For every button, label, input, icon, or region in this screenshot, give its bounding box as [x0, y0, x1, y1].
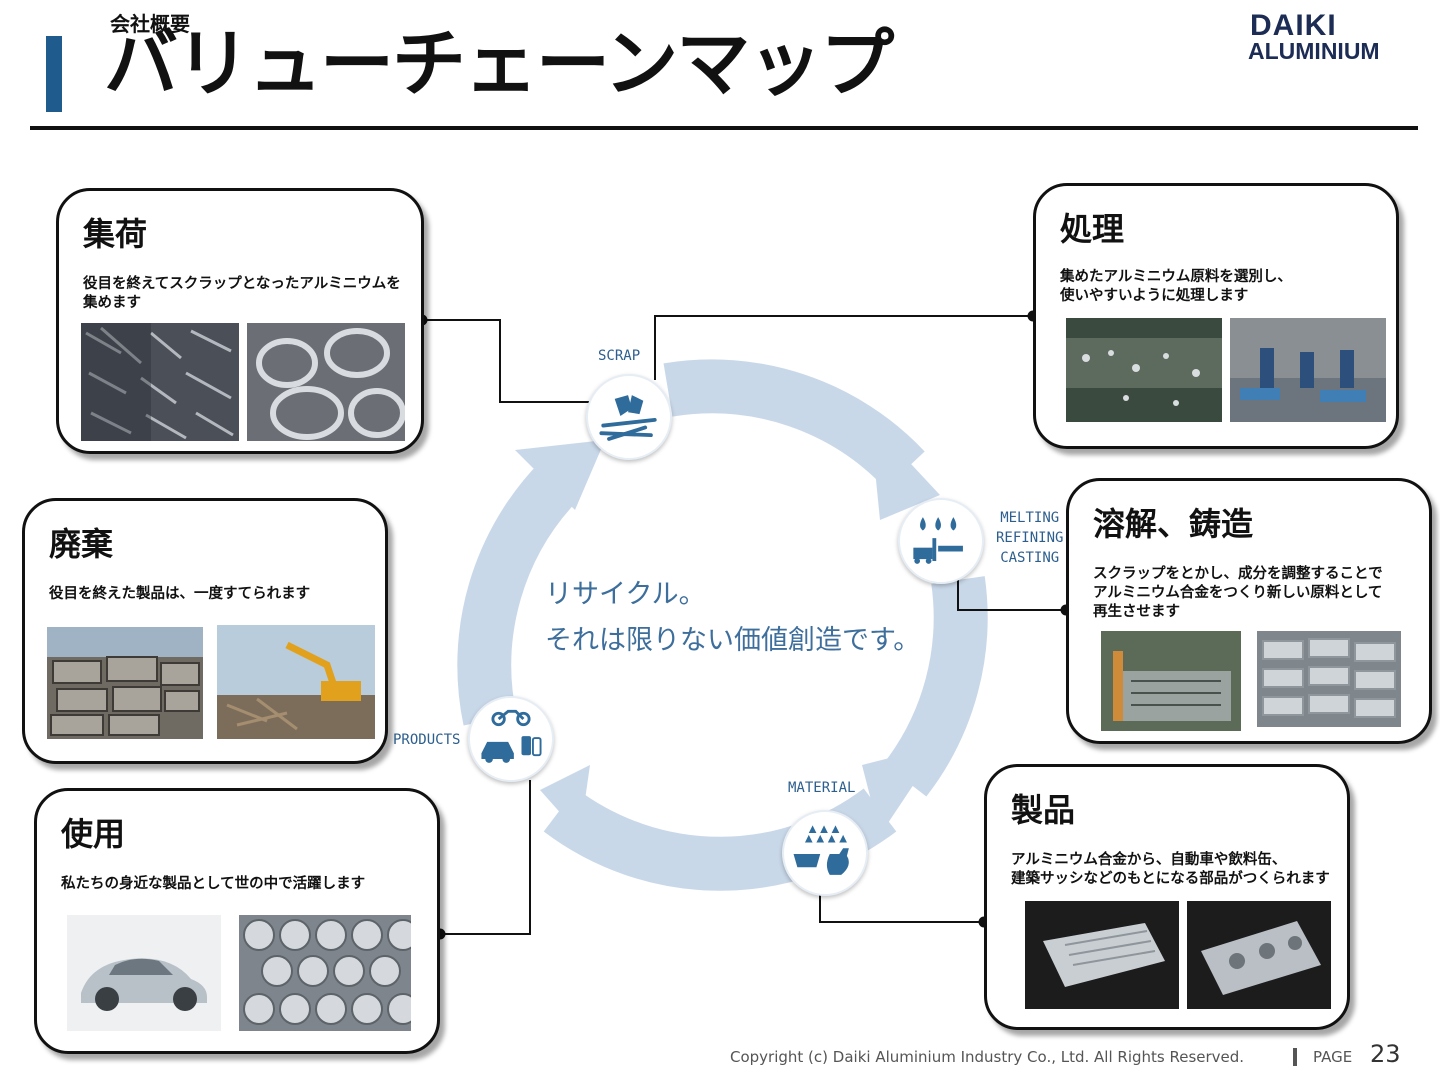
footer-copyright: Copyright (c) Daiki Aluminium Industry C…: [730, 1048, 1245, 1066]
scrapped-cars-photo: [47, 627, 203, 739]
car-photo: [67, 915, 221, 1031]
card-processing: 処理 集めたアルミニウム原料を選別し、 使いやすいように処理します: [1033, 183, 1399, 449]
aluminium-wheels-photo: [247, 323, 405, 441]
scrap-icon: [586, 374, 672, 460]
engine-part-photo: [1187, 901, 1331, 1009]
card-melting-casting: 溶解、鋳造 スクラップをとかし、成分を調整することで アルミニウム合金をつくり新…: [1066, 478, 1432, 744]
card-title: 製品: [1011, 791, 1076, 829]
page-number: 23: [1370, 1040, 1401, 1068]
card-title: 溶解、鋳造: [1093, 505, 1254, 543]
stage-label-scrap: SCRAP: [598, 348, 641, 364]
section-label: 会社概要: [110, 12, 190, 36]
cycle-arrowheads: [515, 420, 940, 835]
card-description: 私たちの身近な製品として世の中で活躍します: [61, 876, 366, 892]
card-title: 集荷: [83, 215, 148, 253]
card-usage: 使用 私たちの身近な製品として世の中で活躍します: [34, 788, 440, 1054]
company-logo: DAIKI ALUMINIUM: [1248, 9, 1380, 64]
stage-label-melting: MELTING REFINING CASTING: [996, 510, 1064, 566]
card-description: アルミニウム合金から、自動車や飲料缶、 建築サッシなどのもとになる部品がつくられ…: [1011, 852, 1330, 887]
casting-line-photo: [1101, 631, 1241, 731]
beverage-cans-photo: [239, 915, 411, 1031]
card-description: 役目を終えた製品は、一度すてられます: [49, 586, 311, 602]
aluminium-ingots-photo: [1257, 631, 1401, 727]
stage-label-products: PRODUCTS: [393, 732, 461, 748]
card-title: 廃棄: [49, 525, 114, 563]
melting-icon: [898, 498, 984, 584]
footer-page-label: PAGE: [1313, 1048, 1353, 1066]
card-description: 役目を終えてスクラップとなったアルミニウムを 集めます: [83, 276, 401, 311]
card-title: 処理: [1060, 210, 1125, 248]
card-collection: 集荷 役目を終えてスクラップとなったアルミニウムを 集めます: [56, 188, 424, 454]
scrap-bales-photo: [81, 323, 239, 441]
title-accent-bar: [46, 36, 62, 112]
die-cast-part-photo: [1025, 901, 1179, 1009]
card-title: 使用: [61, 815, 126, 853]
page-title: バリューチェーンマップ: [104, 21, 894, 107]
stage-label-material: MATERIAL: [788, 780, 856, 796]
products-icon: [468, 696, 554, 782]
sorting-workers-photo: [1230, 318, 1386, 422]
card-disposal: 廃棄 役目を終えた製品は、一度すてられます: [22, 498, 388, 764]
card-products: 製品 アルミニウム合金から、自動車や飲料缶、 建築サッシなどのもとになる部品がつ…: [984, 764, 1350, 1030]
card-description: 集めたアルミニウム原料を選別し、 使いやすいように処理します: [1060, 269, 1292, 304]
title-divider: [30, 126, 1418, 130]
demolition-excavator-photo: [217, 625, 375, 739]
card-description: スクラップをとかし、成分を調整することで アルミニウム合金をつくり新しい原料とし…: [1093, 566, 1383, 620]
cycle-slogan: リサイクル。 それは限りない価値創造です。: [545, 579, 921, 656]
ingot-icon: [782, 810, 868, 896]
sorting-conveyor-photo: [1066, 318, 1222, 422]
footer-divider: [1293, 1048, 1297, 1066]
